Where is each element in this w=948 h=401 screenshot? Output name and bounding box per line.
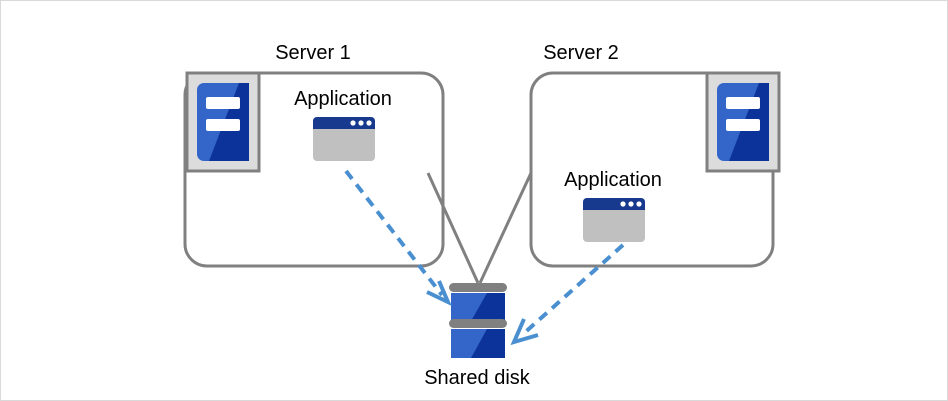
- dashed-arrow-app1-to-disk: [344, 169, 452, 307]
- connector-server1-to-disk: [426, 172, 480, 284]
- shared-disk-label: Shared disk: [424, 367, 530, 389]
- dashed-arrow-app2-to-disk: [510, 243, 625, 346]
- app2-window-icon: [583, 198, 645, 242]
- server1-title: Server 1: [275, 42, 351, 64]
- shared-disk-icon: [449, 283, 507, 358]
- app1-window-icon: [313, 117, 375, 161]
- app2-label: Application: [564, 169, 662, 191]
- server2-title: Server 2: [543, 42, 619, 64]
- server1-icon: [185, 71, 261, 173]
- server2-icon: [705, 71, 781, 173]
- app1-label: Application: [294, 88, 392, 110]
- connector-server2-to-disk: [478, 172, 533, 284]
